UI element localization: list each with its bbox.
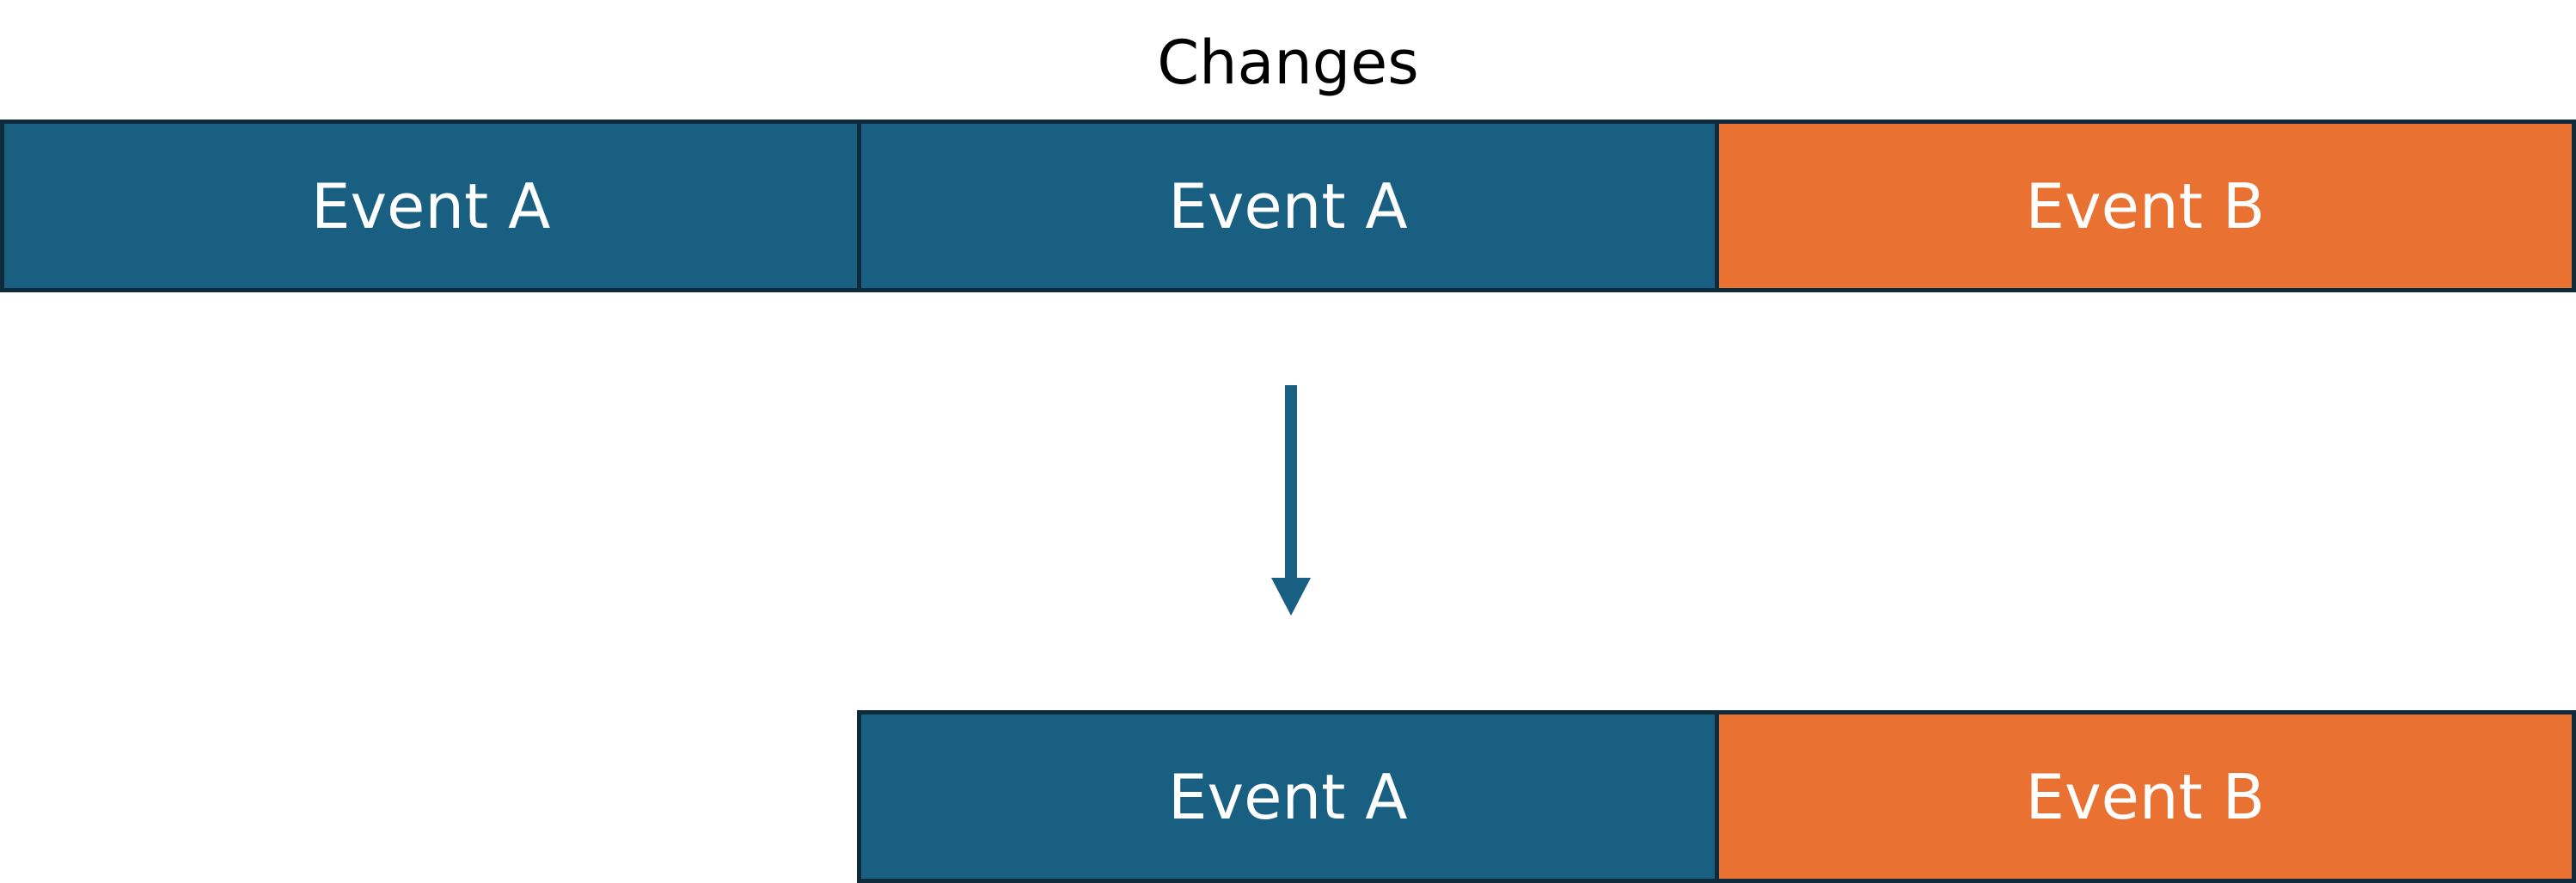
arrow-shaft: [1285, 385, 1297, 581]
after-cell-1: Event A: [861, 714, 1715, 879]
after-cell-2: Event B: [1714, 714, 2572, 879]
after-sequence: Event A Event B: [857, 710, 2576, 883]
before-sequence: Event A Event A Event B: [0, 120, 2576, 292]
before-cell-1: Event A: [4, 124, 858, 288]
before-cell-2: Event A: [857, 124, 1715, 288]
before-cell-3: Event B: [1714, 124, 2572, 288]
down-arrow-icon: [1271, 385, 1311, 616]
diagram-title: Changes: [1157, 28, 1419, 98]
arrow-head: [1271, 578, 1311, 616]
